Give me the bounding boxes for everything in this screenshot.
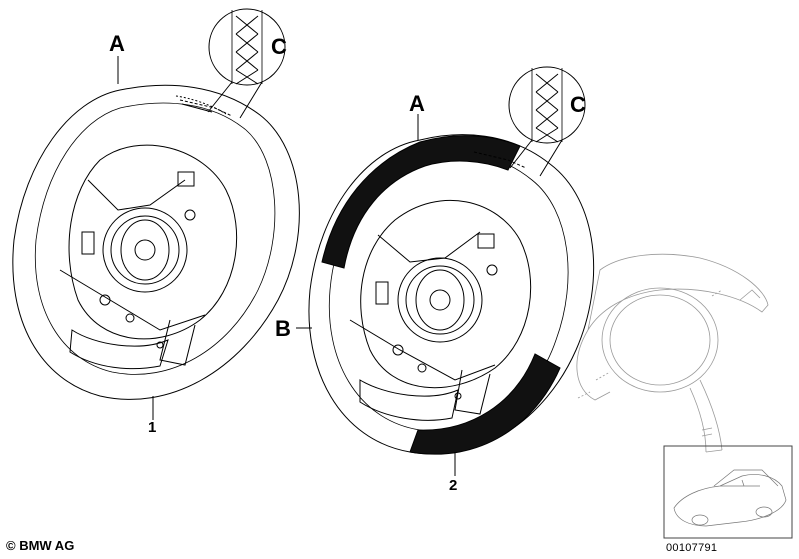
part-number-2: 2: [449, 477, 458, 494]
label-a-wheel-1: A: [109, 31, 125, 56]
label-c-wheel-1: C: [271, 34, 287, 59]
steering-wheel-1: [12, 84, 300, 400]
car-thumbnail: [663, 445, 793, 539]
label-b-wheel-2: B: [275, 316, 291, 341]
diagram-reference-code: 00107791: [666, 542, 718, 554]
part-number-1: 1: [148, 419, 157, 436]
copyright-text: © BMW AG: [6, 538, 75, 553]
stitch-detail-c1: [207, 8, 286, 119]
steering-wheel-2: [308, 134, 595, 455]
stitch-detail-c2: [508, 66, 586, 177]
label-a-wheel-2: A: [409, 91, 425, 116]
airbag-cover-sketch: [576, 253, 769, 453]
label-c-wheel-2: C: [570, 92, 586, 117]
